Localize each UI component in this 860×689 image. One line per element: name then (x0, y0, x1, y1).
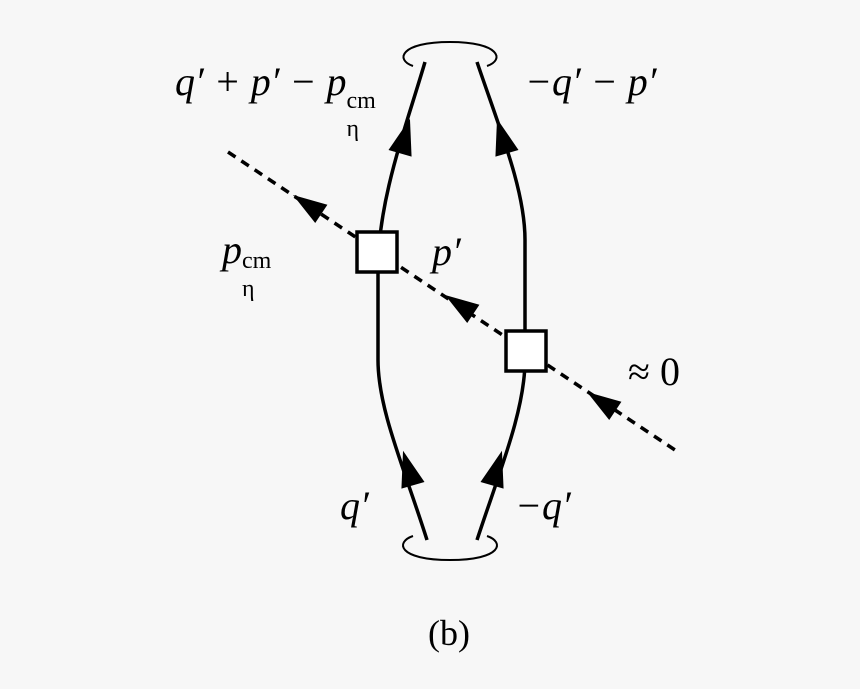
arrow-incoming (587, 392, 622, 421)
label-top-right: −q′ − p′ (525, 59, 657, 104)
arrow-bottom-left (401, 450, 425, 489)
arrow-top-right (495, 118, 519, 157)
arrow-middle (445, 295, 480, 324)
top-closure-arc (402, 40, 498, 67)
label-bottom-right: −q′ (515, 483, 571, 528)
label-middle-momentum: p′ (432, 229, 461, 274)
bottom-closure-arc (402, 535, 498, 562)
arrow-top-left (388, 118, 412, 157)
vertex-lower-square (504, 329, 548, 373)
figure-caption: (b) (428, 613, 470, 653)
arrow-bottom-right (480, 450, 504, 489)
vertex-upper-square (355, 230, 399, 274)
label-incoming-momentum: ≈ 0 (628, 349, 680, 394)
label-bottom-left: q′ (340, 483, 369, 528)
arrow-eta-outgoing (293, 195, 328, 224)
